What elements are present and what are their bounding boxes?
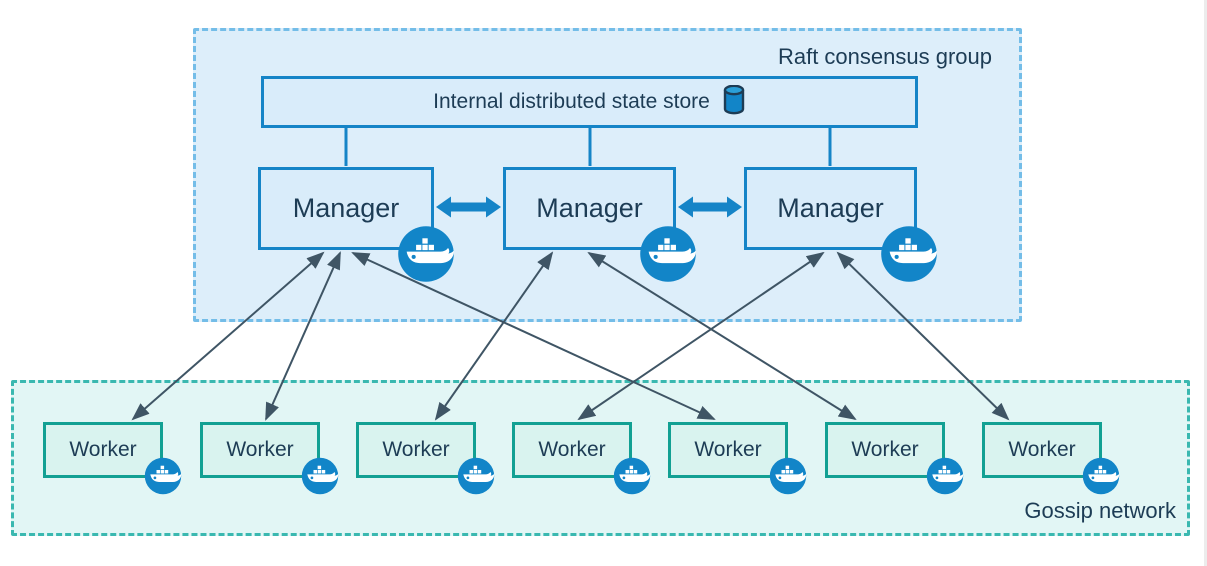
docker-whale-icon [613,457,651,495]
docker-whale-icon [301,457,339,495]
database-cylinder-icon [722,84,746,121]
worker-6-label: Worker [851,438,919,461]
docker-whale-icon [926,457,964,495]
worker-3-box: Worker [356,422,476,478]
docker-whale-icon [639,225,697,283]
worker-5-box: Worker [668,422,788,478]
gossip-network-label: Gossip network [1024,498,1176,523]
docker-whale-icon [397,225,455,283]
raft-consensus-group-label: Raft consensus group [777,44,992,69]
state-store-label: Internal distributed state store [433,90,710,113]
worker-7-label: Worker [1008,438,1076,461]
worker-4-box: Worker [512,422,632,478]
docker-whale-icon [880,225,938,283]
docker-whale-icon [457,457,495,495]
manager-1-box: Manager [258,167,434,250]
worker-1-label: Worker [69,438,137,461]
worker-2-box: Worker [200,422,320,478]
manager-2-label: Manager [536,193,643,223]
manager-1-label: Manager [292,193,400,223]
worker-2-label: Worker [226,438,294,461]
docker-whale-icon [1082,457,1120,495]
docker-whale-icon [769,457,807,495]
worker-1-box: Worker [43,422,163,478]
manager-3-label: Manager [777,193,884,223]
worker-4-label: Worker [538,438,606,461]
docker-whale-icon [144,457,182,495]
worker-5-label: Worker [694,438,762,461]
worker-3-label: Worker [382,438,450,461]
worker-7-box: Worker [982,422,1102,478]
worker-6-box: Worker [825,422,945,478]
state-store-box: Internal distributed state store [261,76,918,128]
